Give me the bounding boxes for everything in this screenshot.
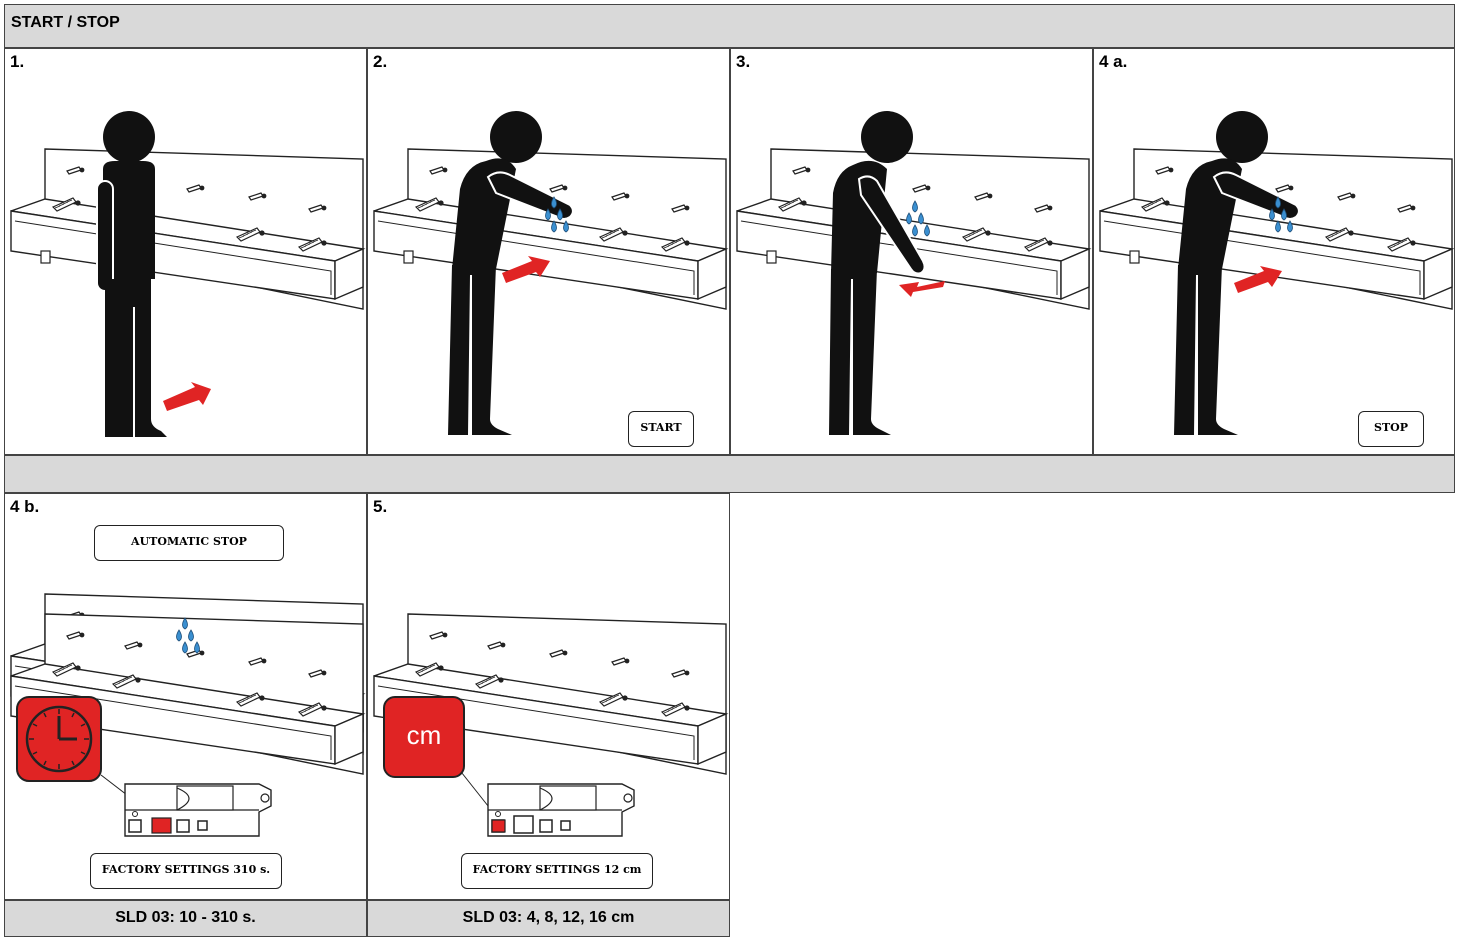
step-number: 4 b. <box>10 497 40 516</box>
step-1-panel: 1. <box>4 48 367 455</box>
step-5-panel: 5. cm FACTORY SETTINGS 12 cm <box>367 493 730 900</box>
step-4a-illustration <box>1094 110 1456 436</box>
clock-icon <box>16 696 102 782</box>
red-arrow-icon <box>502 256 550 283</box>
step-number: 3. <box>736 52 751 71</box>
factory-settings-label: FACTORY SETTINGS 310 s. <box>90 853 282 889</box>
step-number: 4 a. <box>1099 52 1128 71</box>
step-2-panel: 2. START <box>367 48 730 455</box>
start-button[interactable]: START <box>628 411 694 447</box>
range-footer-time: SLD 03: 10 - 310 s. <box>4 900 367 937</box>
step-4b-illustration <box>5 494 368 837</box>
step-3-panel: 3. <box>730 48 1093 455</box>
red-arrow-icon <box>899 281 945 297</box>
step-number: 1. <box>10 52 25 71</box>
section-header: START / STOP <box>4 4 1455 48</box>
step-2-illustration <box>368 110 731 436</box>
red-arrow-icon <box>1234 266 1282 293</box>
control-unit-icon <box>124 783 272 837</box>
automatic-stop-label: AUTOMATIC STOP <box>94 525 284 561</box>
factory-settings-label: FACTORY SETTINGS 12 cm <box>461 853 653 889</box>
step-4a-panel: 4 a. STOP <box>1093 48 1455 455</box>
step-1-illustration <box>5 110 368 438</box>
step-3-illustration <box>731 110 1094 436</box>
section-separator <box>4 455 1455 493</box>
cm-icon: cm <box>383 696 465 778</box>
section-title: START / STOP <box>11 14 120 31</box>
range-footer-distance: SLD 03: 4, 8, 12, 16 cm <box>367 900 730 937</box>
step-4b-panel: 4 b. AUTOMATIC STOP FACTORY SETTINGS 310… <box>4 493 367 900</box>
step-number: 5. <box>373 497 388 516</box>
step-number: 2. <box>373 52 388 71</box>
stop-button[interactable]: STOP <box>1358 411 1424 447</box>
red-arrow-icon <box>163 382 211 411</box>
control-unit-icon <box>487 783 635 837</box>
